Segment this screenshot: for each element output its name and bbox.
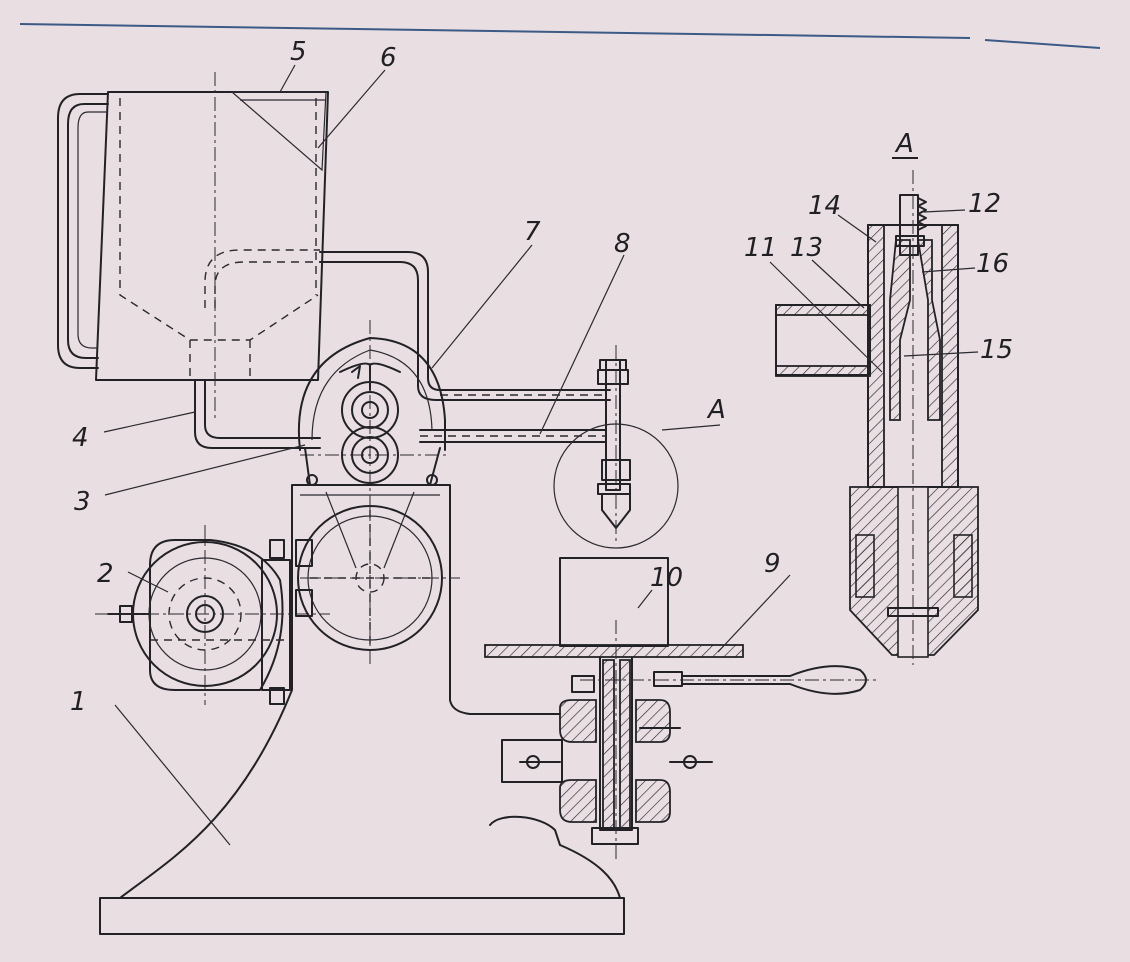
pipes (194, 249, 611, 449)
label-14: 14 (808, 191, 841, 221)
label-4: 4 (72, 423, 89, 453)
label-7: 7 (524, 217, 541, 247)
label-9: 9 (764, 549, 781, 579)
electric-motor (95, 525, 330, 705)
label-15: 15 (980, 335, 1013, 365)
label-8: 8 (614, 229, 631, 259)
label-detail-a: A (706, 395, 726, 425)
label-2: 2 (97, 559, 114, 589)
label-11: 11 (744, 233, 777, 263)
label-1: 1 (70, 687, 87, 717)
label-16: 16 (976, 249, 1009, 279)
gear-pump (297, 320, 450, 500)
top-rule (19, 23, 1101, 49)
callout-labels: 1 2 3 4 5 6 7 8 9 10 11 12 13 14 15 16 A… (70, 37, 1013, 717)
filling-table (484, 557, 880, 860)
section-a-a (775, 170, 979, 665)
leader-lines (103, 64, 979, 846)
label-13: 13 (790, 233, 823, 263)
label-10: 10 (650, 563, 683, 593)
label-3: 3 (74, 487, 91, 517)
machine-frame (99, 484, 625, 935)
label-5: 5 (290, 37, 307, 67)
detail-circle-a (553, 423, 679, 549)
belt-pulley (295, 491, 460, 665)
bunker (57, 72, 329, 420)
dispensing-head (553, 345, 679, 549)
label-12: 12 (968, 189, 1001, 219)
label-section-a: A (894, 129, 914, 159)
label-6: 6 (380, 43, 397, 73)
table-plate (484, 644, 744, 658)
